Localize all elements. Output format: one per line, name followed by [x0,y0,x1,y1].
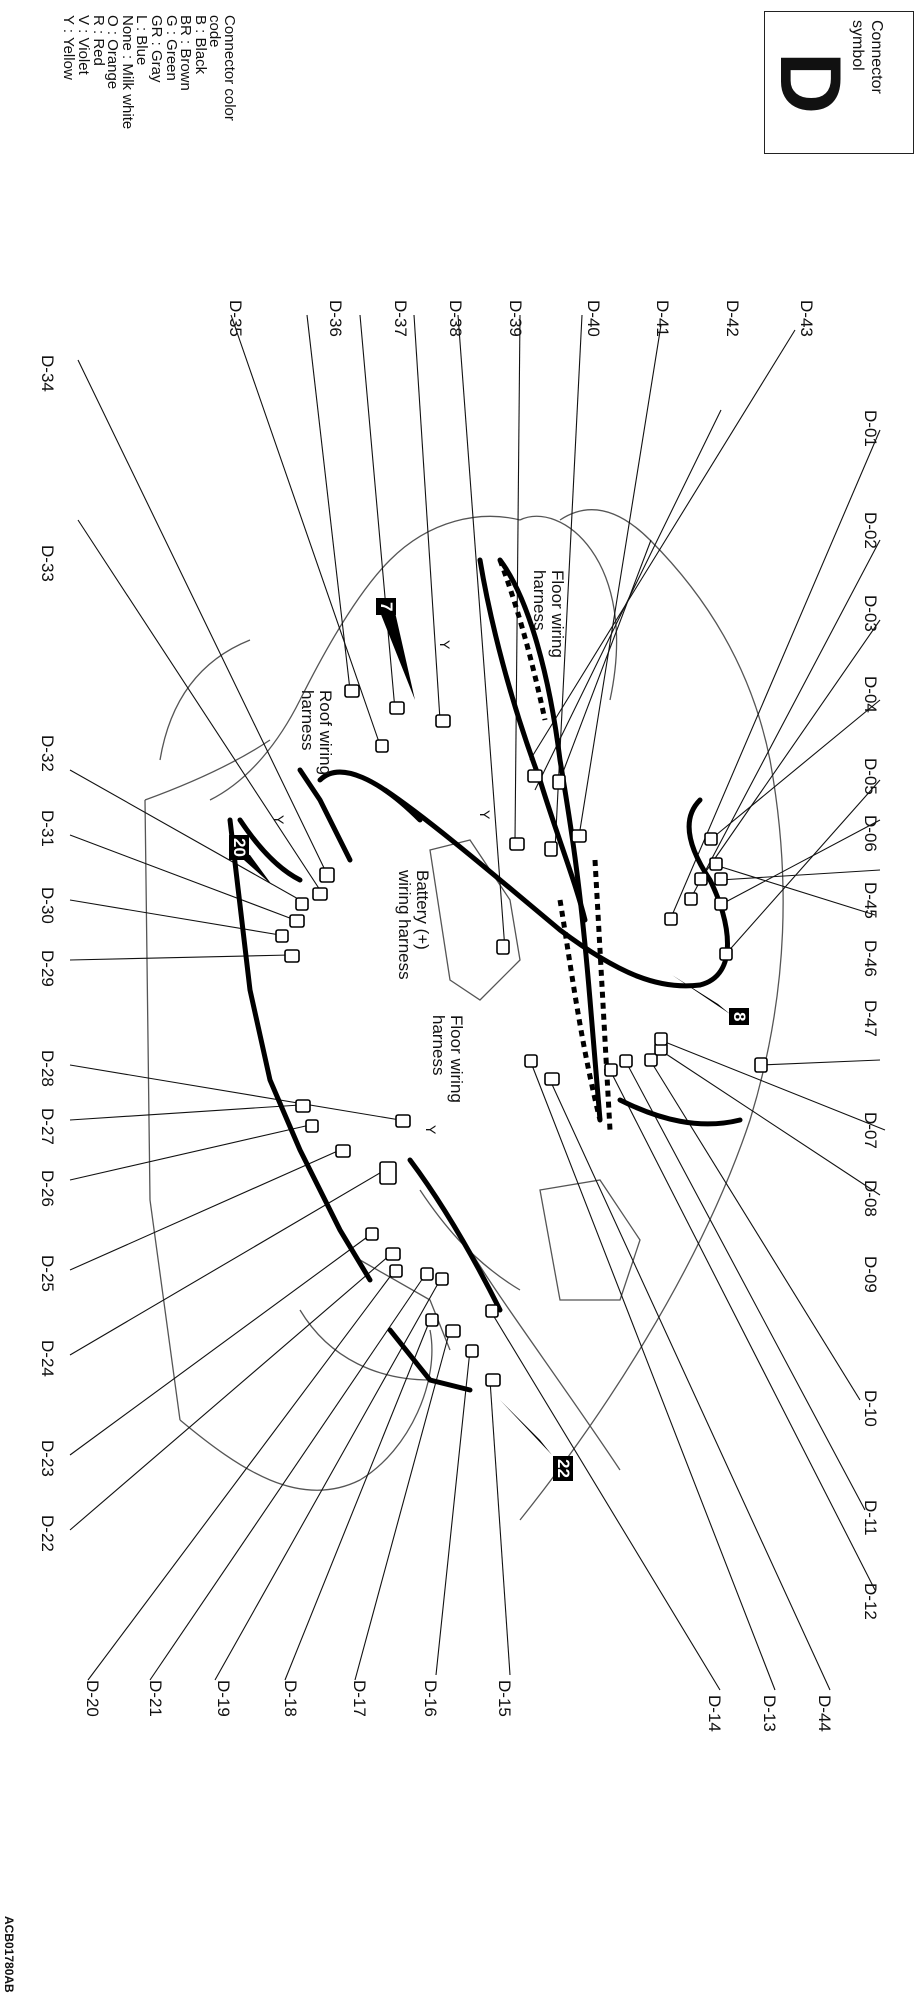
connector-label: D-36 [326,300,345,337]
connector-label: D-03 [861,595,880,632]
connector-label: D-09 [861,1256,880,1293]
callout-tag: 8 [729,1008,749,1026]
connector-label: D-34 [38,355,57,392]
connector-symbol-box: Connector symbol D [762,11,914,154]
connector-label: D-02 [861,512,880,549]
legend-title-line1: Connector color [221,15,238,121]
connector-label: D-16 [421,1680,440,1717]
connector-label: D-01 [861,410,880,447]
connector-label: D-28 [38,1050,57,1087]
vehicle-body-outline [144,508,784,1521]
connector-label: D-08 [861,1180,880,1217]
connector-label: D-10 [861,1390,880,1427]
legend-title-line2: code [206,15,224,48]
connector-label: D-07 [861,1112,880,1149]
connector-label: D-33 [38,545,57,582]
harness-trunks [227,557,743,1393]
harness-label-floor-mid: Floor wiring harness [429,1015,466,1103]
connector-label: D-17 [350,1680,369,1717]
connector-label: D-39 [506,300,525,337]
connector-label: D-22 [38,1515,57,1552]
connector-label: D-29 [38,950,57,987]
figure-id: ACB01780AB [2,1916,16,1993]
connector-label: D-05 [861,758,880,795]
connector-label: D-27 [38,1108,57,1145]
color-mark-yellow: Y [423,1125,439,1135]
legend-entry: O : Orange [104,15,122,90]
legend-entry: G : Green [162,15,180,81]
harness-label-battery: Battery (+) wiring harness [395,870,432,980]
connector-label: D-24 [38,1340,57,1377]
connector-label: D-11 [861,1500,880,1536]
connector-label: D-25 [38,1255,57,1292]
color-code-legend: Connector color code B : Black BR : Brow… [60,15,238,130]
legend-entry: R : Red [89,15,107,66]
legend-entry: B : Black [191,15,209,75]
connector-label: D-45 [861,882,880,919]
connector-label: D-15 [495,1680,514,1717]
callout-tag: 22 [553,1456,573,1481]
legend-entry: Y : Yellow [60,15,78,80]
connector-label: D-47 [861,1000,880,1037]
legend-entry: GR : Gray [148,15,166,83]
connector-label: D-40 [584,300,603,337]
callout-tag: 7 [376,598,396,616]
connector-label: D-20 [83,1680,102,1717]
connector-label: D-04 [861,676,880,713]
connector-label: D-06 [861,815,880,852]
connector-label: D-30 [38,887,57,924]
connector-label: D-18 [281,1680,300,1717]
connector-label: D-44 [815,1695,834,1732]
connector-bodies [275,684,768,1387]
legend-entry: V : Violet [75,15,93,75]
legend-entry: L : Blue [133,15,151,66]
connector-label: D-23 [38,1440,57,1477]
connector-label: D-32 [38,735,57,772]
connector-label: D-31 [38,810,57,847]
connector-label: D-35 [226,300,245,337]
connector-label: D-26 [38,1170,57,1207]
connector-label: D-21 [146,1680,165,1717]
leader-lines [69,314,886,1691]
callout-tag: 20 [229,835,249,860]
connector-label: D-43 [797,300,816,337]
callout-wedges [235,612,730,1455]
connector-label: D-13 [760,1695,779,1732]
color-mark-yellow: Y [271,815,287,825]
connector-label: D-19 [214,1680,233,1717]
connector-label: D-41 [653,300,672,337]
legend-entry: None : Milk white [118,15,136,130]
connector-label: D-42 [723,300,742,337]
connector-label: D-14 [705,1695,724,1732]
connector-label: D-12 [861,1583,880,1620]
symbol-title-line1: Connector [868,20,885,94]
harness-label-roof: Roof wiring harness [298,690,335,776]
floor-harness-dashed [497,559,613,1131]
color-mark-yellow: Y [437,640,453,650]
symbol-letter: D [762,52,858,115]
connector-label: D-37 [391,300,410,337]
legend-entry: BR : Brown [177,15,195,91]
harness-label-floor-top: Floor wiring harness [530,570,567,658]
color-mark-yellow: Y [477,810,493,820]
connector-label: D-38 [446,300,465,337]
connector-label: D-46 [861,940,880,977]
